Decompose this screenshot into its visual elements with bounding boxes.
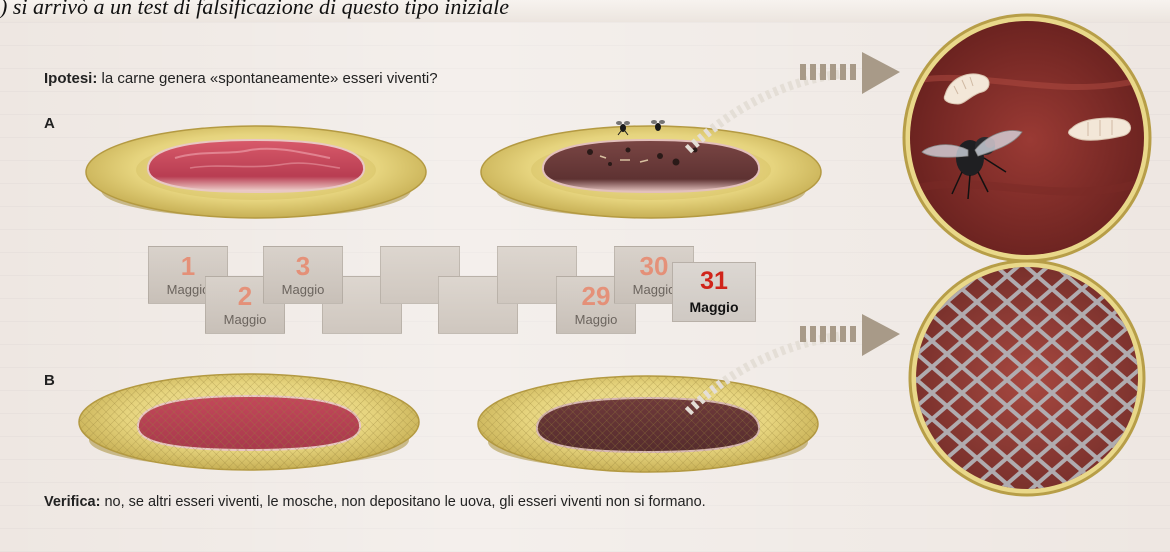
timeline-day-month: Maggio	[574, 312, 618, 327]
verification-label: Verifica:	[44, 494, 101, 510]
mesh-wire	[916, 267, 1009, 489]
hypothesis-text: la carne genera «spontaneamente» esseri …	[97, 70, 438, 87]
verification-text: no, se altri esseri viventi, le mosche, …	[100, 494, 706, 510]
mesh-wire	[945, 267, 1138, 489]
mesh-wire	[916, 267, 1069, 489]
timeline-day-number: 1	[180, 251, 196, 281]
row-label-a: A	[44, 115, 55, 132]
mesh-wire	[916, 267, 1129, 489]
zoom-arrow-bottom	[684, 314, 900, 416]
top-caption: ) si arrivò a un test di falsificazione …	[0, 0, 510, 19]
mesh-wire	[975, 267, 1138, 489]
verification-caption: Verifica: no, se altri esseri viventi, l…	[44, 494, 706, 510]
mesh-wire	[916, 267, 1138, 489]
timeline-day-card-final: 31 Maggio	[672, 262, 756, 322]
magnified-maggots-and-fly	[902, 13, 1152, 263]
mesh-wire	[916, 267, 1039, 489]
timeline-day-card: 3 Maggio	[263, 246, 343, 304]
timeline-day-number: 3	[295, 251, 311, 281]
row-label-b: B	[44, 372, 55, 389]
zoom-arrow-top	[684, 52, 900, 154]
timeline-day-month: Maggio	[689, 299, 739, 315]
magnified-mesh	[908, 259, 1146, 497]
timeline-day-number: 29	[581, 281, 611, 311]
plate-a-rotten	[480, 125, 822, 219]
plate-a-fresh	[85, 125, 427, 219]
plate-b-rotten	[477, 375, 819, 473]
timeline-day-month: Maggio	[166, 282, 210, 297]
mesh-wire	[1005, 267, 1138, 489]
timeline-day-card: 29 Maggio	[556, 276, 636, 334]
timeline-day-number: 30	[639, 251, 669, 281]
mesh-wire	[1005, 267, 1138, 489]
timeline-day-month: Maggio	[223, 312, 267, 327]
hypothesis-caption: Ipotesi: la carne genera «spontaneamente…	[44, 70, 438, 87]
mesh-wire	[916, 267, 1039, 489]
mesh-wire	[916, 267, 1099, 489]
hypothesis-label: Ipotesi:	[44, 70, 98, 87]
mesh-wire	[1035, 267, 1138, 489]
timeline-day-number: 2	[237, 281, 253, 311]
timeline-day-month: Maggio	[281, 282, 325, 297]
mesh-wire	[1035, 267, 1138, 489]
timeline-day-month: Maggio	[632, 282, 676, 297]
fly-icon	[651, 120, 665, 131]
fly-icon	[616, 121, 630, 136]
timeline-day-number: 31	[700, 267, 728, 295]
top-caption-strip: ) si arrivò a un test di falsificazione …	[0, 0, 1170, 22]
plate-b-fresh	[78, 373, 420, 471]
